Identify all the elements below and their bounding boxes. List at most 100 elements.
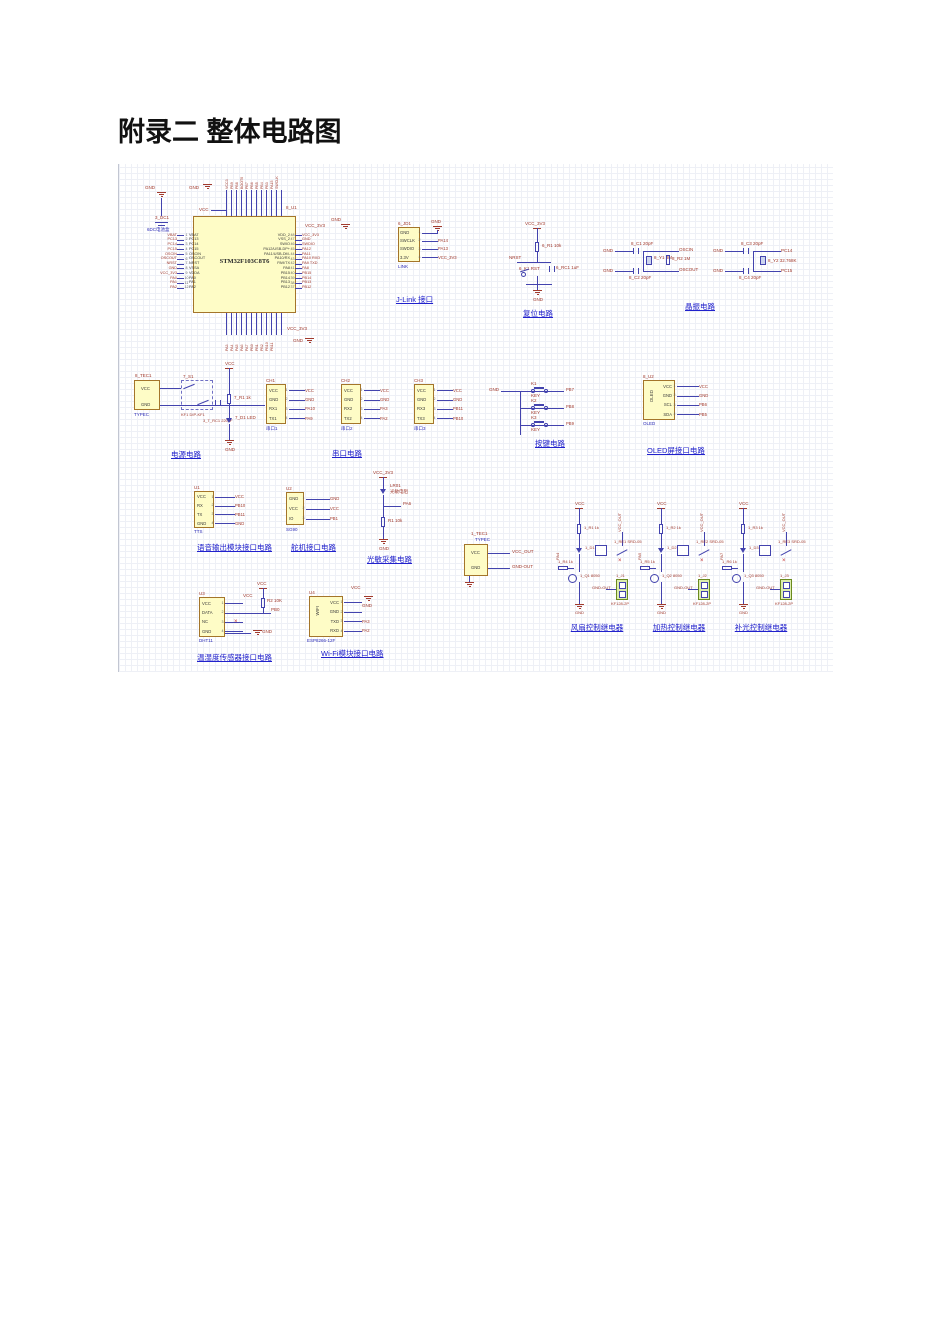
pin-row: PA0 10 PA0 [149,276,223,281]
serial-connector [341,384,361,424]
pin-wire [295,249,302,251]
terminal-type: KF128-2P [775,601,794,606]
gnd-icon [575,604,584,610]
wire [225,613,271,614]
pin-row: GND 4 [202,627,243,636]
pin-name: TX3 [417,415,425,421]
key-button-icon [534,387,544,389]
key-button-icon [531,389,535,393]
net-label: VCC [699,383,708,389]
net-label: PA9 [305,415,313,421]
servo-body [286,492,304,525]
wire [537,228,538,242]
serial-connector [414,384,434,424]
gnd-icon [203,184,212,190]
pin-number: 1 [360,387,363,392]
relay-ref: 1_RE2 SRD-05 [696,539,724,544]
wire [579,508,580,524]
cap-label: 8_C2 20pF [629,275,652,280]
pin-row: PC14 3 PC14 [149,242,223,248]
mcu-left-pins: VBAT 1 VBAT PC13 2 PC13 PC14 [149,233,223,291]
net-label: PB1 [330,515,338,521]
pin-row: GND 4 GND [197,519,245,528]
pin-row: VCC 1 VCC [269,386,315,395]
wire [568,568,574,569]
relay-caption: 风扇控制继电器 [570,623,624,632]
pin-wire [437,390,453,392]
wire [263,608,264,614]
net-label: VCC [305,387,314,393]
key-button-icon [531,406,535,410]
pin-name: VSSA [189,266,200,271]
relay-coil-icon [677,545,689,556]
net-label: PB10 [453,415,464,421]
resistor-icon [640,566,650,570]
wire [501,391,520,392]
dht-net: PB0 [271,607,280,612]
pin-wire [306,508,330,510]
relay-led: 1_D1 LED [585,545,603,550]
net-label: VCC_3V3 [438,254,457,260]
net-label: VCC_OUT [512,549,534,554]
pin-name: PA12/USB-DP+ [263,246,290,251]
net-label: OSCIN [679,247,694,252]
pin-name: OSCOUT [189,256,206,261]
wire [743,534,744,548]
key-ref: K2 [531,398,537,403]
net-label: PC15 [781,268,793,273]
pin-number: 1 [185,232,188,237]
pin-name: TX [197,511,203,517]
net-label: PC14 [167,242,178,247]
pin-wire [295,234,302,236]
net-label: PB11 [235,511,245,517]
crystal-label: 8_Y1 8M [654,255,673,260]
resistor-label: 8_R2 1M [672,256,691,261]
wire [579,554,580,572]
reset-caption: 复位电路 [523,309,553,318]
photoresistor-ref: LR01 [390,483,401,488]
led-icon [226,418,232,423]
x-mark: × [782,558,786,564]
pin-row: GND 2 GND [417,395,463,404]
relay-circuits: VCC 1_R1 1k 1_D1 LED VCC_OUT 1_RE1 SRD-0… [555,500,806,634]
relay-ref: 1_RE1 SRD-05 [614,539,642,544]
pin-wire [177,254,184,256]
gnd-label: GND [603,268,613,273]
wire [383,527,384,539]
net-label: SWCLK [274,176,279,189]
net-label: PC15 [167,246,178,251]
key-button-icon [544,389,548,393]
pin-row: OSCIN 5 OSCIN [149,252,223,257]
pin-wire [422,248,438,250]
wire [732,568,738,569]
pin-name: PA2 [189,285,196,290]
pin-row: VCC 1 VCC [659,382,708,391]
relay-vout: VCC_OUT [699,512,704,532]
pin-wire [225,603,243,605]
relay-led: 1_D2 LED [667,545,685,550]
relay-transistor: 1_Q3 8050 [744,573,764,578]
terminal-icon [698,579,710,600]
wire [725,251,743,252]
pin-row: TX 3 PB11 [197,511,245,520]
wifi-name: WIFI [315,606,320,616]
capacitor-icon [743,268,749,274]
pin-number: 40 [290,270,295,275]
serial-connector [266,384,286,424]
pin-wire [344,631,362,633]
terminal-type: KF128-2P [611,601,630,606]
net-label: PB10 [235,503,246,509]
pin-number: 42 [290,261,295,266]
net-label: GND [235,520,245,526]
pin-number: 1 [302,496,305,501]
pin-number: 3 [418,246,421,251]
terminal-icon [780,579,792,600]
key-item: K3 KEY PB9 [520,415,592,433]
pin-row: RX1 3 PA10 [269,405,315,414]
pin-wire [295,287,302,289]
pin-wire [215,496,235,498]
net-label: PB5 [699,411,707,417]
pin-wire [289,399,305,401]
